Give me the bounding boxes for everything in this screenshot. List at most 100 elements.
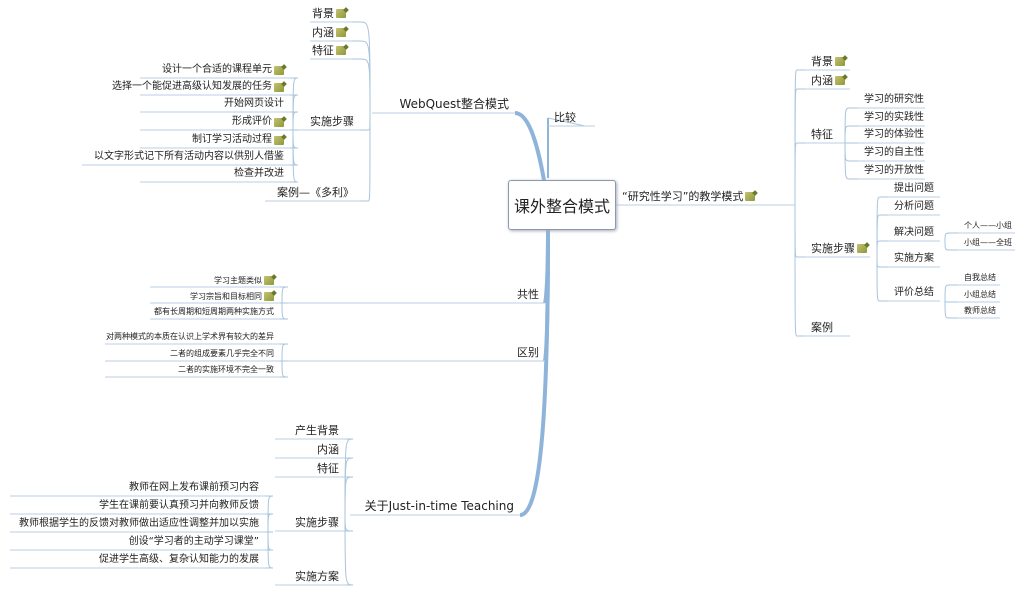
node-label: 设计一个合适的课程单元 bbox=[162, 64, 272, 75]
note-icon[interactable] bbox=[274, 117, 284, 127]
node-label: 学习主题类似 bbox=[214, 275, 262, 285]
branch-curve bbox=[876, 240, 888, 258]
research-step-raise[interactable]: 提出问题 bbox=[894, 184, 934, 194]
webquest-step-item[interactable]: 设计一个合适的课程单元 bbox=[162, 65, 284, 75]
branch-curve bbox=[944, 284, 958, 302]
node-label: 分析问题 bbox=[894, 201, 934, 212]
common-item[interactable]: 学习主题类似 bbox=[214, 276, 274, 285]
research-node[interactable]: “研究性学习”的教学模式 bbox=[622, 191, 756, 202]
evaluate-item[interactable]: 自我总结 bbox=[964, 274, 996, 282]
note-icon[interactable] bbox=[336, 9, 346, 18]
node-label: 教师在网上发布课前预习内容 bbox=[129, 482, 259, 493]
research-step-evaluate[interactable]: 评价总结 bbox=[894, 288, 934, 298]
jitt-step-item[interactable]: 教师在网上发布课前预习内容 bbox=[129, 483, 259, 493]
jitt-node[interactable]: 关于Just-in-time Teaching bbox=[365, 500, 514, 512]
node-label: 背景 bbox=[811, 55, 833, 68]
webquest-features[interactable]: 特征 bbox=[312, 45, 346, 56]
note-icon[interactable] bbox=[336, 46, 346, 55]
branch-curve bbox=[265, 530, 274, 533]
research-step-solve[interactable]: 解决问题 bbox=[894, 228, 934, 238]
node-label: 关于Just-in-time Teaching bbox=[364, 499, 514, 513]
jitt-step-item[interactable]: 创设“学习者的主动学习课堂” bbox=[129, 537, 259, 547]
solve-item[interactable]: 个人——小组 bbox=[964, 222, 1012, 230]
research-features[interactable]: 特征 bbox=[811, 129, 833, 140]
branch-curve bbox=[344, 514, 354, 532]
node-label: 提出问题 bbox=[894, 183, 934, 194]
branch-curve bbox=[290, 111, 299, 131]
note-icon[interactable] bbox=[264, 276, 274, 285]
jitt-connotation[interactable]: 内涵 bbox=[317, 444, 339, 455]
webquest-step-item[interactable]: 选择一个能促进高级认知发展的任务 bbox=[112, 82, 284, 92]
central-topic[interactable]: 课外整合模式 bbox=[508, 180, 616, 230]
node-label: 特征 bbox=[811, 128, 833, 141]
note-icon[interactable] bbox=[835, 57, 845, 66]
webquest-case[interactable]: 案例—《多利》 bbox=[277, 187, 354, 198]
common-item[interactable]: 都有长周期和短周期两种实施方式 bbox=[154, 308, 274, 316]
research-case[interactable]: 案例 bbox=[811, 322, 833, 333]
jitt-step-item[interactable]: 教师根据学生的反馈对教师做出适应性调整并加以实施 bbox=[19, 519, 259, 529]
jitt-step-item[interactable]: 促进学生高级、复杂认知能力的发展 bbox=[99, 555, 259, 565]
node-label: 共性 bbox=[517, 288, 539, 301]
branch-curve bbox=[876, 256, 888, 268]
jitt-background[interactable]: 产生背景 bbox=[295, 425, 339, 436]
branch-curve bbox=[265, 530, 274, 551]
jitt-plan[interactable]: 实施方案 bbox=[295, 571, 339, 582]
research-background[interactable]: 背景 bbox=[811, 56, 845, 67]
evaluate-item[interactable]: 小组总结 bbox=[964, 291, 996, 299]
branch-curve bbox=[944, 300, 958, 303]
jitt-features[interactable]: 特征 bbox=[317, 463, 339, 474]
webquest-connotation[interactable]: 内涵 bbox=[312, 27, 346, 38]
branch-curve bbox=[265, 513, 274, 532]
research-feature-item[interactable]: 学习的研究性 bbox=[864, 95, 924, 105]
webquest-step-item[interactable]: 以文字形式记下所有活动内容以供别人借鉴 bbox=[94, 152, 284, 162]
webquest-steps[interactable]: 实施步骤 bbox=[310, 116, 354, 127]
research-feature-item[interactable]: 学习的自主性 bbox=[864, 148, 924, 158]
research-feature-item[interactable]: 学习的实践性 bbox=[864, 113, 924, 123]
webquest-step-item[interactable]: 制订学习活动过程 bbox=[192, 135, 284, 145]
research-steps[interactable]: 实施步骤 bbox=[811, 243, 867, 254]
webquest-step-item[interactable]: 开始网页设计 bbox=[224, 99, 284, 109]
note-icon[interactable] bbox=[274, 65, 284, 75]
compare-node[interactable]: 比较 bbox=[554, 112, 576, 123]
compare-underline bbox=[547, 117, 586, 127]
branch-curve bbox=[794, 142, 805, 206]
node-label: 开始网页设计 bbox=[224, 98, 284, 109]
note-icon[interactable] bbox=[274, 135, 284, 145]
node-label: 实施步骤 bbox=[295, 516, 339, 529]
branch-curve bbox=[265, 530, 274, 569]
note-icon[interactable] bbox=[264, 292, 274, 301]
note-icon[interactable] bbox=[835, 76, 845, 85]
difference-item[interactable]: 二者的实施环境不完全一致 bbox=[178, 366, 274, 374]
research-step-analyze[interactable]: 分析问题 bbox=[894, 202, 934, 212]
common-item[interactable]: 学习宗旨和目标相同 bbox=[190, 292, 274, 301]
difference-item[interactable]: 二者的组成要素几乎完全不同 bbox=[170, 350, 274, 358]
webquest-node[interactable]: WebQuest整合模式 bbox=[399, 98, 509, 110]
evaluate-item[interactable]: 教师总结 bbox=[964, 307, 996, 315]
solve-item[interactable]: 小组——全班 bbox=[964, 239, 1012, 247]
node-label: 教师根据学生的反馈对教师做出适应性调整并加以实施 bbox=[19, 518, 259, 529]
note-icon[interactable] bbox=[336, 28, 346, 37]
branch-curve bbox=[844, 125, 858, 144]
note-icon[interactable] bbox=[857, 244, 867, 253]
difference-node[interactable]: 区别 bbox=[517, 347, 539, 358]
research-feature-item[interactable]: 学习的体验性 bbox=[864, 130, 924, 140]
note-icon[interactable] bbox=[745, 192, 756, 201]
research-feature-item[interactable]: 学习的开放性 bbox=[864, 166, 924, 176]
common-node[interactable]: 共性 bbox=[517, 289, 539, 300]
research-step-plan[interactable]: 实施方案 bbox=[894, 254, 934, 264]
research-connotation[interactable]: 内涵 bbox=[811, 75, 845, 86]
webquest-step-item[interactable]: 形成评价 bbox=[232, 117, 284, 127]
webquest-step-item[interactable]: 检查并改进 bbox=[234, 169, 284, 179]
difference-item[interactable]: 对两种模式的本质在认识上学术界有较大的差异 bbox=[106, 333, 274, 341]
node-label: 学习的自主性 bbox=[864, 147, 924, 158]
webquest-background[interactable]: 背景 bbox=[312, 8, 346, 19]
node-label: 背景 bbox=[312, 7, 334, 20]
jitt-step-item[interactable]: 学生在课前要认真预习并向教师反馈 bbox=[99, 501, 259, 511]
node-label: 产生背景 bbox=[295, 424, 339, 437]
note-icon[interactable] bbox=[274, 82, 284, 92]
node-label: 促进学生高级、复杂认知能力的发展 bbox=[99, 554, 259, 565]
jitt-steps[interactable]: 实施步骤 bbox=[295, 517, 339, 528]
branch-curve bbox=[944, 232, 958, 242]
branch-curve bbox=[794, 88, 805, 206]
